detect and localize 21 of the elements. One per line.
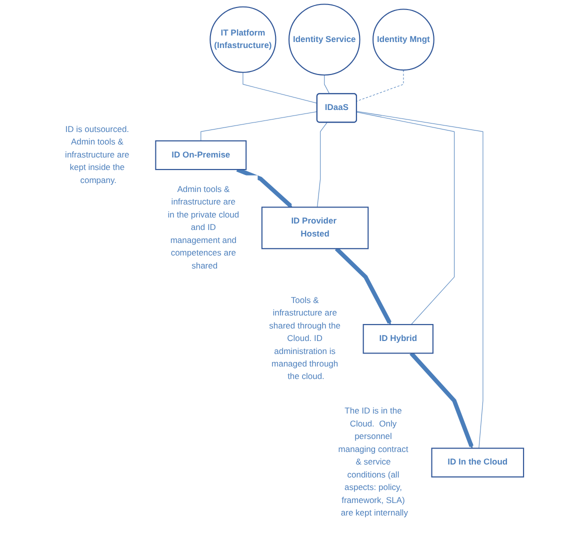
- node-label: ID is outsourced. Admin tools & infrastructure are kept inside the company.: [65, 124, 130, 185]
- connector: [356, 111, 484, 449]
- node-label: The ID is in the Cloud. Only personnel managing contract & service conditions (all aspects: policy, framework, SLA) are kept internally: [338, 406, 408, 518]
- node-box: ID In the Cloud: [431, 448, 524, 478]
- node-circle: Identity Mngt: [372, 8, 434, 71]
- node-label: Tools & infrastructure are shared through the Cloud. ID administration is managed through the cloud.: [269, 296, 341, 382]
- arrow: [236, 168, 292, 208]
- connector: [200, 111, 318, 142]
- node-box: ID On-Premise: [155, 140, 247, 170]
- arrow: [334, 247, 392, 325]
- connector: [356, 70, 404, 102]
- node-circle: IT Platform (Infastructure): [210, 6, 276, 73]
- connector: [356, 112, 455, 325]
- connector: [242, 72, 318, 104]
- node-box: ID Hybrid: [362, 324, 434, 354]
- connector: [324, 74, 330, 94]
- arrow: [410, 352, 474, 448]
- connector: [317, 122, 328, 208]
- node-box: ID Provider Hosted: [262, 206, 369, 250]
- node-label: Admin tools & infrastructure are in the private cloud and ID management and competences are shared: [168, 184, 240, 270]
- node-circle: Identity Service: [288, 4, 360, 76]
